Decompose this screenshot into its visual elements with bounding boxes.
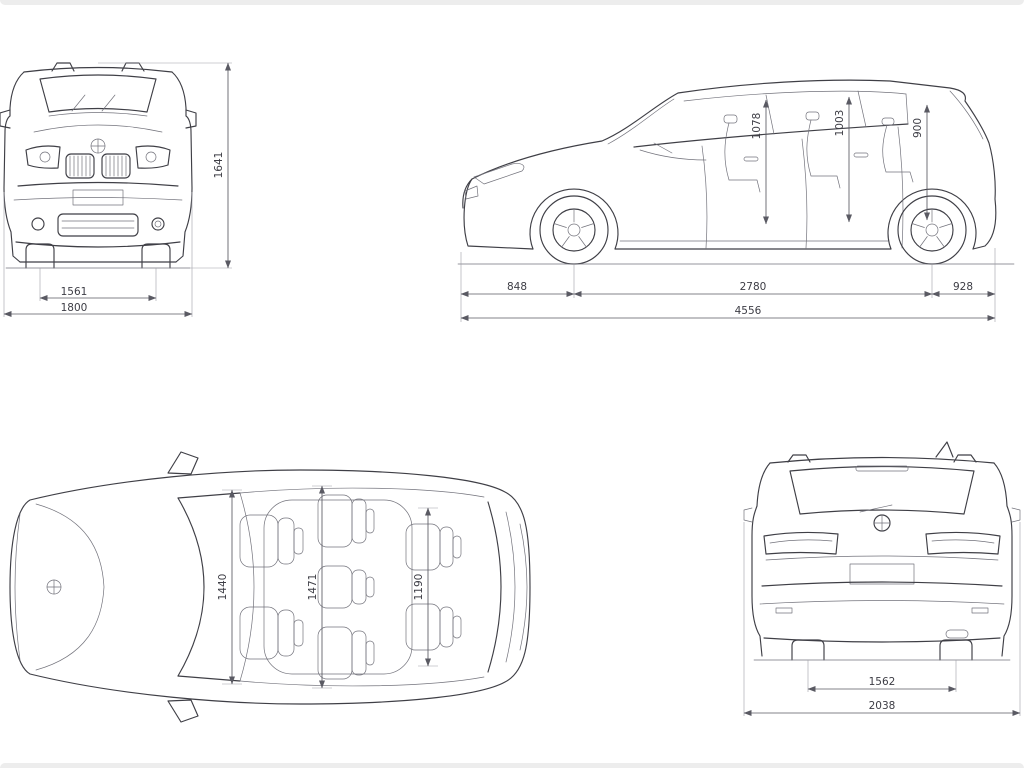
- front-view-drawing: 1641 1561 1800: [0, 62, 232, 318]
- rear-right-taillight: [925, 531, 1001, 555]
- rear-left-reflector: [775, 607, 793, 614]
- top-view-dimensions: 1440 1471 1190: [217, 485, 438, 689]
- front-right-headlight: [135, 145, 171, 169]
- side-front-wheel: [539, 195, 609, 265]
- rear-license-plate: [849, 563, 915, 585]
- top-second-row-seats: [317, 494, 375, 680]
- front-right-mirror: [185, 109, 197, 129]
- dim-overall-width-front: 1800: [61, 302, 88, 314]
- side-front-wheel-arch: [529, 188, 619, 250]
- dim-rear-track: 1562: [869, 676, 896, 688]
- dim-wheelbase: 2780: [740, 281, 767, 293]
- rear-right-tire: [939, 639, 973, 661]
- top-rear-window: [487, 501, 502, 673]
- rear-brake-light: [855, 465, 909, 472]
- top-tailgate-line: [505, 511, 516, 663]
- front-left-foglight: [31, 217, 45, 231]
- top-hood-line: [35, 503, 105, 671]
- top-right-mirror: [167, 451, 199, 475]
- top-roof-front-edge: [239, 492, 255, 682]
- rear-view-body: [743, 441, 1021, 661]
- front-view-body: [0, 62, 197, 269]
- side-view-drawing: 1078 1003 900 848 2780 928 4556: [457, 79, 1015, 322]
- front-windshield: [39, 74, 157, 113]
- dim-headroom-front: 1078: [751, 113, 763, 140]
- dim-front-overhang: 848: [507, 281, 527, 293]
- rear-right-mirror: [1011, 507, 1021, 523]
- rear-roof-rails: [787, 454, 977, 463]
- front-left-tire: [25, 243, 55, 269]
- side-interior-seats: [723, 111, 914, 193]
- front-view-dimensions: 1641 1561 1800: [3, 62, 232, 318]
- top-view-body: [9, 451, 531, 723]
- dim-headroom-second: 1003: [834, 110, 846, 137]
- page-edge-bottom: [0, 763, 1024, 768]
- front-right-grille: [101, 153, 131, 179]
- rear-right-reflector: [971, 607, 989, 614]
- rear-left-mirror: [743, 507, 753, 523]
- side-door-handle-rear: [853, 152, 869, 158]
- rear-view-drawing: 1562 2038: [743, 441, 1021, 717]
- rear-left-taillight: [763, 531, 839, 555]
- side-door-seams: [701, 126, 904, 249]
- top-a-pillars: [177, 492, 241, 682]
- front-air-intake: [57, 213, 139, 237]
- rear-view-dimensions: 1562 2038: [743, 522, 1021, 717]
- dim-front-track: 1561: [61, 286, 88, 298]
- front-license-plate: [72, 189, 124, 206]
- front-left-grille: [65, 153, 95, 179]
- rear-wiper: [859, 504, 893, 513]
- front-right-tire: [141, 243, 171, 269]
- front-left-mirror: [0, 109, 11, 129]
- side-rear-wheel-arch: [887, 188, 977, 250]
- rear-exhaust: [945, 629, 969, 639]
- side-dashboard: [639, 142, 707, 161]
- side-rear-wheel: [897, 195, 967, 265]
- side-rear-glass: [949, 90, 984, 140]
- top-front-row-seats: [239, 514, 304, 660]
- top-view-drawing: 1440 1471 1190: [9, 451, 531, 723]
- dim-headroom-third: 900: [912, 118, 924, 138]
- dim-overall-length: 4556: [735, 305, 762, 317]
- front-right-foglight: [151, 217, 165, 231]
- page-edge-top: [0, 0, 1024, 5]
- side-grille: [464, 185, 479, 200]
- side-beltline: [633, 123, 909, 148]
- dim-interior-width-front: 1440: [217, 574, 229, 601]
- dim-interior-width-second: 1471: [307, 574, 319, 601]
- dim-rear-overhang: 928: [953, 281, 973, 293]
- rear-left-tire: [791, 639, 825, 661]
- side-view-dimensions: 1078 1003 900 848 2780 928 4556: [460, 96, 996, 322]
- side-headlight: [473, 163, 525, 185]
- rear-fin-antenna: [935, 441, 954, 458]
- side-view-body: [457, 79, 1015, 265]
- top-third-row-seats: [405, 523, 462, 651]
- dim-overall-height: 1641: [213, 152, 225, 179]
- dim-overall-width-rear: 2038: [869, 700, 896, 712]
- front-grille-slats: [69, 155, 127, 177]
- dim-interior-width-third: 1190: [413, 574, 425, 601]
- side-door-handle-front: [743, 156, 759, 162]
- top-windshield-base: [177, 497, 205, 677]
- front-wipers: [71, 94, 116, 112]
- top-left-mirror: [167, 699, 199, 723]
- front-left-headlight: [25, 145, 61, 169]
- rear-window: [789, 465, 975, 515]
- top-panoramic-roof: [263, 499, 413, 675]
